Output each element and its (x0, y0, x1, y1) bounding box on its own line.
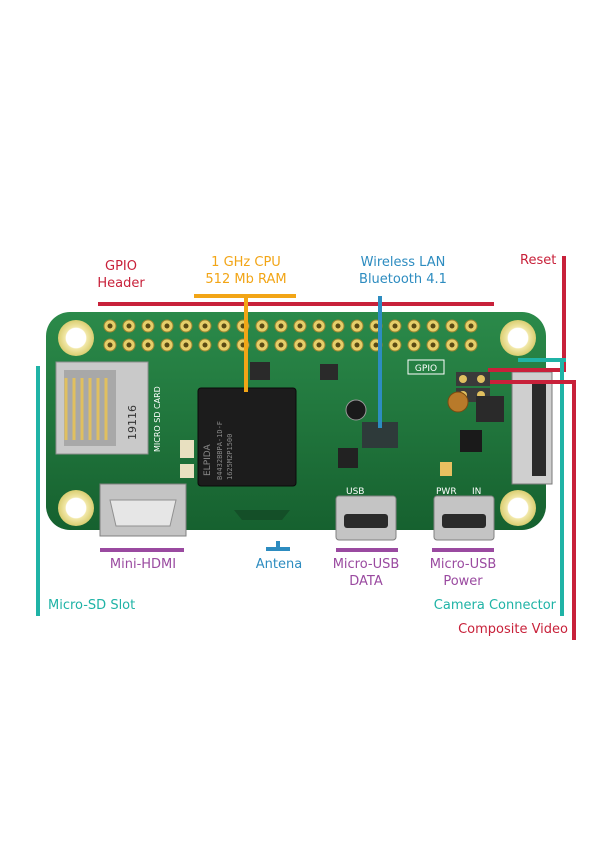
gpio-pad-hole (316, 323, 322, 329)
gpio-pad-hole (373, 323, 379, 329)
gpio-pad-hole (202, 323, 208, 329)
mini-hdmi-label: Mini-HDMI (109, 557, 177, 572)
gpio-pad-hole (278, 342, 284, 348)
gpio-pad-hole (411, 323, 417, 329)
silk-micro-sd-card: MICRO SD CARD (153, 386, 162, 452)
usb-power-label-line-2: Power (443, 574, 483, 589)
gpio-pad-hole (164, 342, 170, 348)
gpio-pad-hole (468, 323, 474, 329)
reset-label: Reset (520, 253, 557, 268)
gpio-pad-hole (164, 323, 170, 329)
silk-gpio: GPIO (415, 364, 437, 374)
composite-video-label: Composite Video (458, 622, 568, 637)
silk-usb: USB (346, 487, 364, 497)
silk-sd-code: 19116 (126, 405, 139, 440)
wireless-label-line-2: Bluetooth 4.1 (359, 272, 447, 287)
gpio-pad-hole (392, 323, 398, 329)
gpio-pad-hole (278, 323, 284, 329)
gpio-pad-hole (126, 323, 132, 329)
gpio-pad-hole (392, 342, 398, 348)
gpio-pad-hole (411, 342, 417, 348)
gpio-pad-hole (297, 323, 303, 329)
gpio-pad-hole (449, 342, 455, 348)
gpio-pad-hole (183, 323, 189, 329)
mounting-hole (500, 490, 536, 526)
gpio-pad-hole (107, 323, 113, 329)
chip-code-1: B4432BBPA-1D-F (216, 421, 224, 480)
capacitor (447, 391, 469, 413)
chip-code-2: 1625M2P1500 (226, 434, 234, 480)
gpio-pad-hole (335, 342, 341, 348)
gpio-pad-hole (430, 342, 436, 348)
gpio-pad-hole (221, 342, 227, 348)
cpu-label: 1 GHz CPU 512 Mb RAM (194, 254, 298, 288)
chip-brand: ELPIDA (203, 443, 213, 476)
gpio-pad-hole (468, 342, 474, 348)
usb-power-label: Micro-USB Power (420, 556, 506, 590)
gpio-header-label: GPIO Header (94, 258, 148, 292)
gpio-pad-hole (354, 323, 360, 329)
gpio-pad-hole (430, 323, 436, 329)
cpu-label-line-2: 512 Mb RAM (205, 272, 287, 287)
wireless-label-line-1: Wireless LAN (360, 255, 446, 270)
gpio-pad-hole (107, 342, 113, 348)
crystal-component (345, 399, 367, 421)
antena-label: Antena (255, 557, 303, 572)
silk-in: IN (472, 487, 481, 497)
gpio-pad-hole (145, 342, 151, 348)
usb-data-label-line-2: DATA (349, 574, 383, 589)
gpio-pad-hole (202, 342, 208, 348)
gpio-label-line-1: GPIO (105, 259, 137, 274)
gpio-pad-hole (297, 342, 303, 348)
mounting-hole (58, 320, 94, 356)
gpio-pad-hole (259, 323, 265, 329)
gpio-label-line-2: Header (97, 276, 145, 291)
usb-power-label-line-1: Micro-USB (429, 557, 497, 572)
micro-sd-label: Micro-SD Slot (48, 598, 136, 613)
gpio-pad-hole (449, 323, 455, 329)
antenna-trace (234, 510, 290, 520)
gpio-pad-hole (221, 323, 227, 329)
camera-connector-label: Camera Connector (433, 598, 556, 613)
gpio-pad-hole (316, 342, 322, 348)
gpio-pad-hole (354, 342, 360, 348)
gpio-pad-hole (126, 342, 132, 348)
gpio-pad-hole (183, 342, 189, 348)
mounting-hole (500, 320, 536, 356)
usb-data-label: Micro-USB DATA (324, 556, 408, 590)
gpio-pad-hole (145, 323, 151, 329)
gpio-pad-hole (259, 342, 265, 348)
wireless-label: Wireless LAN Bluetooth 4.1 (348, 254, 458, 288)
power-chip (460, 430, 482, 452)
cpu-label-line-1: 1 GHz CPU (211, 255, 281, 270)
mounting-hole (58, 490, 94, 526)
inductor (476, 396, 504, 422)
silk-pwr: PWR (436, 487, 457, 497)
gpio-pad-hole (373, 342, 379, 348)
gpio-pad-hole (335, 323, 341, 329)
usb-data-label-line-1: Micro-USB (332, 557, 400, 572)
